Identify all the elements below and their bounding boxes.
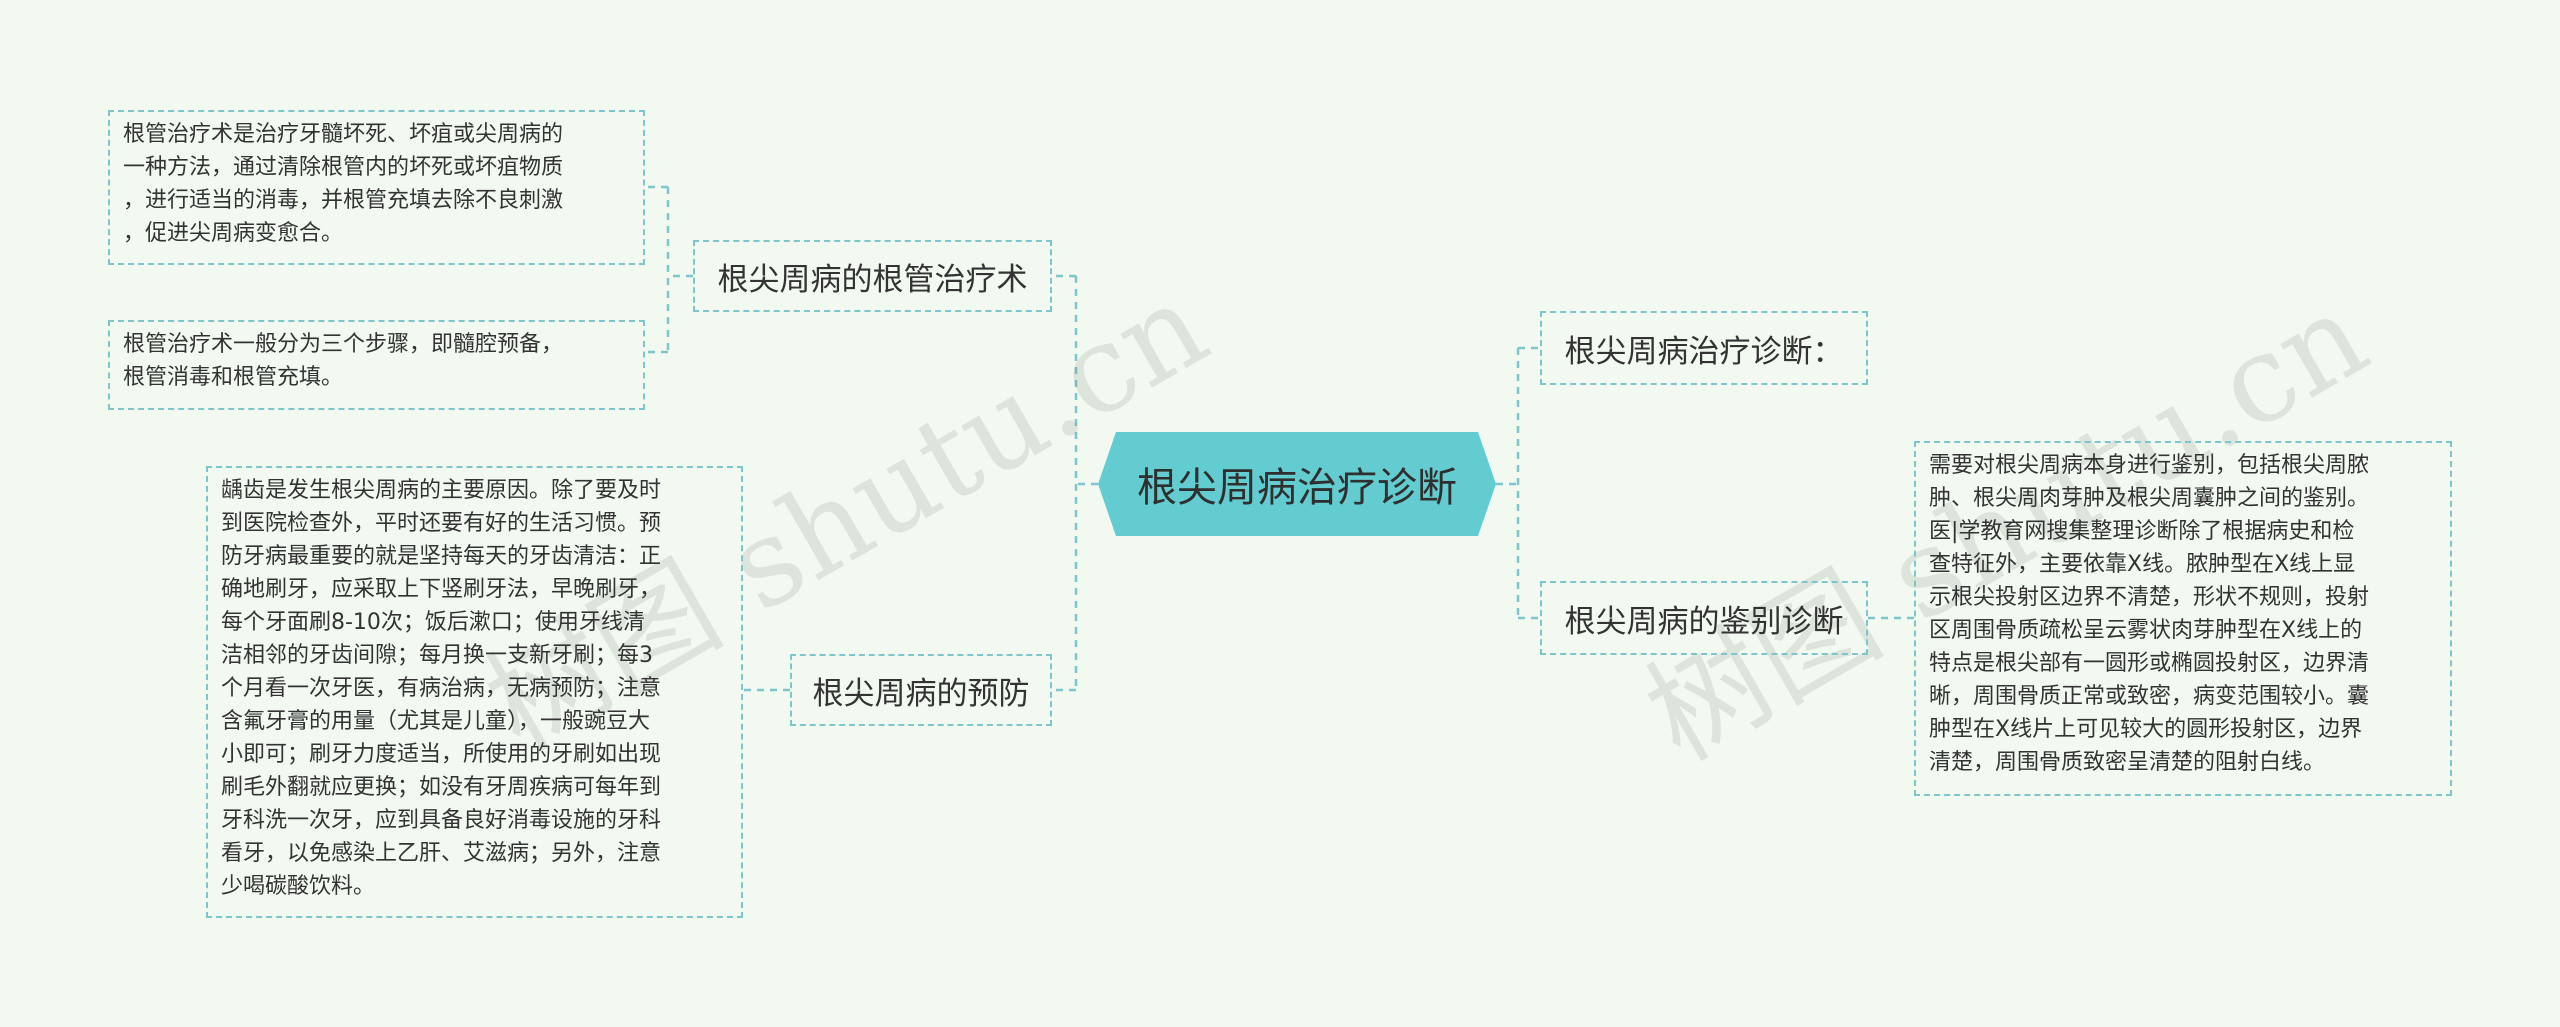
leaf-line: 刷毛外翻就应更换；如没有牙周疾病可每年到	[221, 775, 662, 800]
branch-label: 根尖周病的预防	[812, 675, 1030, 712]
leaf-prevention[interactable]: 龋齿是发生根尖周病的主要原因。除了要及时 到医院检查外，平时还要有好的生活习惯。…	[206, 466, 743, 918]
leaf-differential[interactable]: 需要对根尖周病本身进行鉴别，包括根尖周脓 肿、根尖周肉芽肿及根尖周囊肿之间的鉴别…	[1914, 441, 2452, 796]
leaf-line: 查特征外，主要依靠X线。脓肿型在X线上显	[1929, 552, 2356, 577]
leaf-line: 根管治疗术是治疗牙髓坏死、坏疽或尖周病的	[123, 122, 564, 147]
leaf-root-canal-definition[interactable]: 根管治疗术是治疗牙髓坏死、坏疽或尖周病的 一种方法，通过清除根管内的坏死或坏疽物…	[108, 110, 645, 265]
leaf-line: 确地刷牙，应采取上下竖刷牙法，早晚刷牙，	[221, 577, 662, 602]
root-label: 根尖周病治疗诊断	[1137, 465, 1457, 511]
leaf-line: 一种方法，通过清除根管内的坏死或坏疽物质	[123, 155, 564, 180]
branch-prevention[interactable]: 根尖周病的预防	[790, 654, 1052, 726]
leaf-line: 晰，周围骨质正常或致密，病变范围较小。囊	[1929, 684, 2370, 709]
leaf-line: 到医院检查外，平时还要有好的生活习惯。预	[221, 511, 662, 536]
leaf-line: ，促进尖周病变愈合。	[123, 221, 344, 246]
leaf-line: 特点是根尖部有一圆形或椭圆投射区，边界清	[1929, 651, 2370, 676]
root-node[interactable]: 根尖周病治疗诊断	[1098, 432, 1496, 536]
leaf-line: 清楚，周围骨质致密呈清楚的阻射白线。	[1929, 750, 2326, 775]
branch-label: 根尖周病治疗诊断：	[1564, 333, 1844, 370]
leaf-line: 区周围骨质疏松呈云雾状肉芽肿型在X线上的	[1929, 618, 2363, 643]
leaf-line: 龋齿是发生根尖周病的主要原因。除了要及时	[221, 478, 662, 503]
leaf-root-canal-steps[interactable]: 根管治疗术一般分为三个步骤，即髓腔预备， 根管消毒和根管充填。	[108, 320, 645, 410]
branch-treatment-diagnosis[interactable]: 根尖周病治疗诊断：	[1540, 311, 1868, 385]
leaf-line: 每个牙面刷8-10次；饭后漱口；使用牙线清	[221, 610, 645, 635]
leaf-line: 小即可；刷牙力度适当，所使用的牙刷如出现	[221, 742, 662, 767]
branch-differential-diagnosis[interactable]: 根尖周病的鉴别诊断	[1540, 581, 1868, 655]
leaf-line: 医|学教育网搜集整理诊断除了根据病史和检	[1929, 519, 2355, 544]
root-shape	[1098, 432, 1496, 536]
leaf-line: 防牙病最重要的就是坚持每天的牙齿清洁：正	[221, 544, 662, 569]
leaf-line: 洁相邻的牙齿间隙；每月换一支新牙刷；每3	[221, 643, 653, 668]
leaf-line: ，进行适当的消毒，并根管充填去除不良刺激	[123, 188, 564, 213]
leaf-line: 需要对根尖周病本身进行鉴别，包括根尖周脓	[1929, 453, 2370, 478]
leaf-line: 少喝碳酸饮料。	[221, 874, 376, 899]
leaf-line: 肿、根尖周肉芽肿及根尖周囊肿之间的鉴别。	[1929, 486, 2370, 511]
leaf-line: 看牙，以免感染上乙肝、艾滋病；另外，注意	[221, 841, 662, 866]
leaf-line: 根管治疗术一般分为三个步骤，即髓腔预备，	[123, 332, 564, 357]
leaf-line: 根管消毒和根管充填。	[123, 365, 344, 390]
leaf-line: 肿型在X线片上可见较大的圆形投射区，边界	[1929, 717, 2363, 742]
leaf-line: 个月看一次牙医，有病治病，无病预防；注意	[221, 676, 662, 701]
branch-label: 根尖周病的根管治疗术	[717, 261, 1028, 298]
leaf-line: 含氟牙膏的用量（尤其是儿童），一般豌豆大	[221, 709, 651, 734]
branch-label: 根尖周病的鉴别诊断	[1564, 603, 1844, 640]
leaf-line: 示根尖投射区边界不清楚，形状不规则，投射	[1929, 585, 2370, 610]
branch-root-canal[interactable]: 根尖周病的根管治疗术	[693, 240, 1052, 312]
leaf-line: 牙科洗一次牙，应到具备良好消毒设施的牙科	[221, 808, 662, 833]
